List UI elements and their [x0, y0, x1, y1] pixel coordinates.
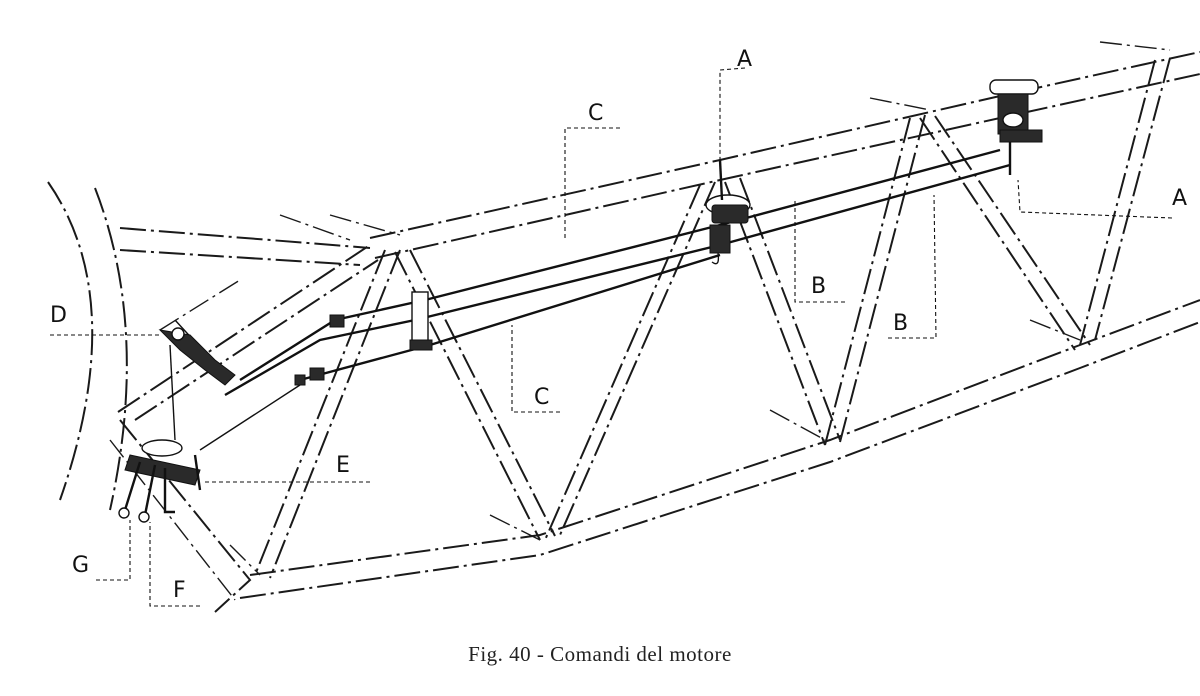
joint-stub-5: [1029, 319, 1081, 341]
joint-stub-3: [869, 97, 931, 111]
lever-d-pivot: [171, 327, 185, 341]
leader-lines: [50, 67, 1173, 607]
strut-7: [1079, 59, 1156, 346]
top-longeron-upper: [369, 51, 1200, 239]
bottom-longeron-upper: [249, 299, 1200, 576]
long-diagonal-1: [117, 244, 371, 413]
label-b-right: B: [893, 311, 908, 336]
bellcrank-hook: [711, 252, 720, 265]
control-rod-upper-2: [224, 163, 1011, 397]
lever-e-plate: [124, 454, 201, 486]
joint-stub-1: [329, 214, 401, 236]
strut-4b: [739, 177, 841, 441]
label-e: E: [336, 453, 350, 478]
rod-end-3: [294, 374, 306, 386]
bulkhead-arc-inner: [94, 187, 128, 511]
joint-stub-2: [279, 214, 351, 241]
upper-cross-member: [119, 227, 371, 249]
upper-bracket-plate: [999, 129, 1043, 143]
label-a-top: A: [737, 47, 752, 72]
long-diagonal-2: [134, 259, 379, 421]
rod-end-2: [309, 367, 325, 381]
lower-left-member: [119, 419, 252, 613]
figure-caption: Fig. 40 - Comandi del motore: [468, 642, 732, 666]
joint-stub-6: [489, 514, 541, 541]
label-d: D: [50, 303, 67, 328]
leader-b-middle: [794, 198, 845, 303]
control-rods: [169, 148, 1011, 451]
lever-g-knob: [118, 507, 130, 519]
leader-c-bottom: [511, 325, 560, 413]
bottom-longeron-lower: [239, 321, 1200, 599]
upper-cross-member-2: [119, 249, 361, 266]
strut-3: [544, 184, 701, 541]
mechanism-parts: [118, 79, 1043, 523]
leader-a-right: [1017, 179, 1173, 219]
lower-left-member-2: [109, 439, 236, 601]
bellcrank-body: [711, 204, 749, 224]
bulkhead-arc-outer: [47, 181, 94, 501]
leader-f: [149, 522, 200, 607]
joint-stub-8: [229, 544, 261, 576]
fuselage-frame: [47, 41, 1200, 613]
label-g: G: [72, 553, 89, 578]
vertical-rod: [169, 344, 176, 441]
bellcrank-pin: [718, 159, 724, 201]
joint-stub-4: [1099, 41, 1171, 51]
joint-stub-7: [769, 409, 826, 441]
lever-e-ring: [141, 439, 183, 457]
label-c-top: C: [588, 101, 603, 126]
label-a-right: A: [1172, 186, 1187, 211]
lever-f-knob: [138, 511, 150, 523]
control-rod-lower: [299, 253, 721, 382]
strut-1: [254, 249, 386, 576]
strut-4: [724, 181, 826, 446]
lever-e-arm: [193, 454, 202, 491]
strut-1b: [269, 249, 401, 579]
rod-end-1: [329, 314, 345, 328]
strut-3b: [559, 181, 716, 536]
leader-b-right: [888, 194, 937, 339]
leader-g: [96, 520, 131, 581]
leader-c-top: [564, 127, 620, 240]
short-brace: [159, 279, 241, 331]
label-f: F: [173, 578, 186, 603]
lever-g-handle: [123, 461, 142, 511]
leader-a-top: [719, 67, 746, 160]
strut-5: [824, 117, 911, 446]
strut-6b: [934, 115, 1091, 346]
engine-controls-diagram: A A C C B B D E F G: [47, 41, 1200, 613]
lever-f-arm: [163, 468, 175, 514]
strut-7b: [1094, 57, 1171, 341]
label-c-bottom: C: [534, 385, 549, 410]
bellcrank-mount: [709, 224, 731, 254]
rod-clamp-foot: [409, 339, 433, 351]
label-b-middle: B: [811, 274, 826, 299]
strut-5b: [839, 114, 926, 443]
lever-f-handle: [143, 464, 157, 516]
upper-bracket-pulley: [1002, 112, 1024, 128]
lever-d: [158, 329, 236, 386]
top-longeron-lower: [374, 73, 1200, 259]
part-labels: A A C C B B D E F G: [50, 47, 1187, 603]
upper-bracket-tube: [989, 79, 1039, 95]
strut-6: [919, 117, 1076, 351]
control-rod-link: [199, 384, 301, 451]
